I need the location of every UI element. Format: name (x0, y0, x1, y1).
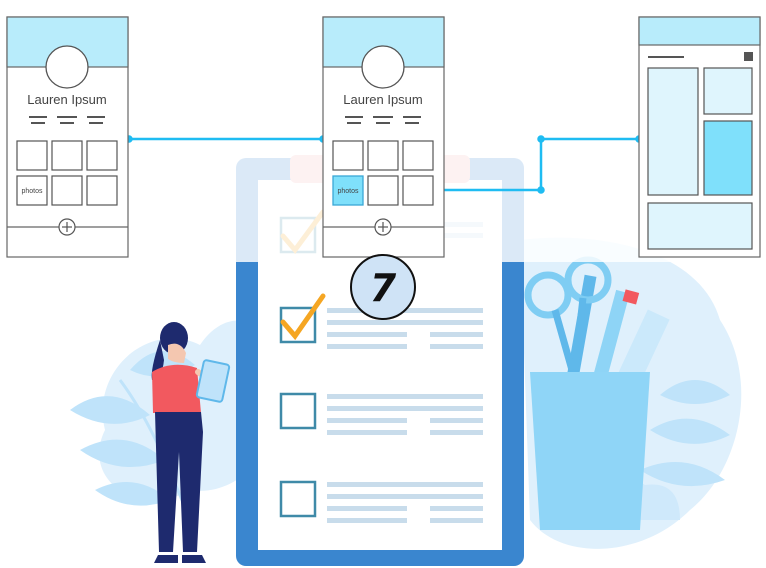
photo-tile (402, 175, 434, 206)
pencil-cup (524, 256, 670, 530)
step-badge: 7 (350, 254, 416, 320)
connector-photos-to-gallery (365, 137, 639, 192)
photo-tile (16, 140, 48, 171)
photos-tile-highlighted (332, 175, 364, 206)
checkbox-2 (279, 306, 317, 344)
gallery-menu-square (744, 52, 753, 61)
photo-tile (402, 140, 434, 171)
gallery-tile-selected (703, 120, 753, 196)
right-leaves (640, 380, 730, 487)
profile-name: Lauren Ipsum (343, 92, 423, 107)
step-number: 7 (370, 266, 397, 310)
photo-tile (332, 140, 364, 171)
photo-tile (86, 175, 118, 206)
wireframe-profile-1: Lauren Ipsum photos (6, 16, 129, 258)
photo-tile (51, 175, 83, 206)
photo-tile (51, 140, 83, 171)
gallery-tile (703, 67, 753, 115)
avatar (45, 45, 89, 89)
gallery-tile-tall (647, 67, 699, 196)
photos-label: photos (21, 188, 43, 195)
photos-label: photos (337, 188, 359, 195)
plus-circle-icon (58, 218, 76, 236)
plus-circle-icon (374, 218, 392, 236)
photos-tile (16, 175, 48, 206)
checkmark-icon (280, 293, 326, 341)
wireframe-profile-2: Lauren Ipsum photos (322, 16, 445, 258)
wireframe-gallery (638, 16, 761, 258)
photo-tile (86, 140, 118, 171)
person-figure (151, 322, 231, 563)
photo-tile (367, 175, 399, 206)
profile-name: Lauren Ipsum (27, 92, 107, 107)
avatar (361, 45, 405, 89)
gallery-tile-wide (647, 202, 753, 250)
checkbox-4 (279, 480, 317, 518)
photo-tile (367, 140, 399, 171)
checkbox-3 (279, 392, 317, 430)
